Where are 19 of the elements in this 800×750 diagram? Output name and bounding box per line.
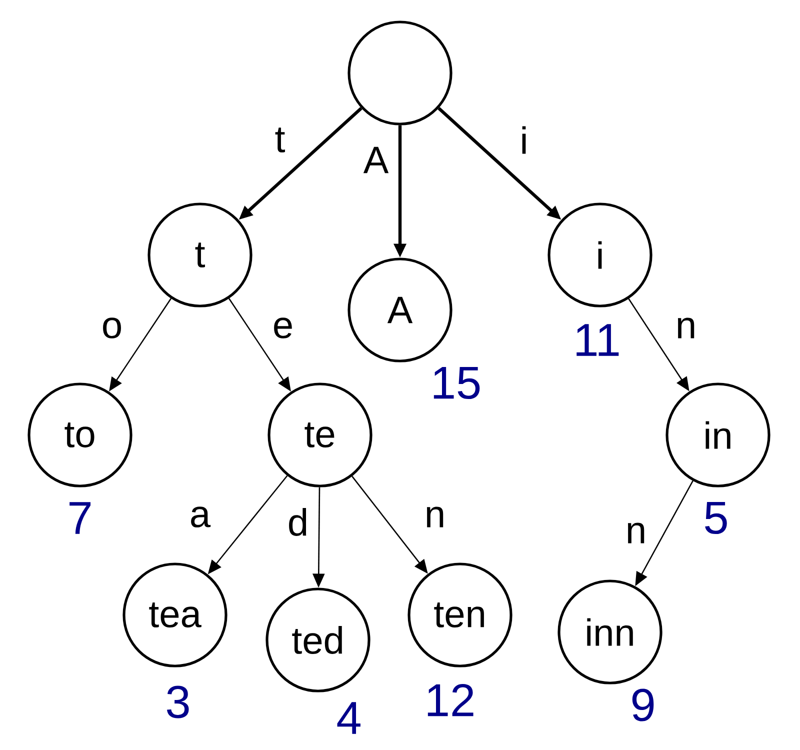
empty-circle <box>348 20 452 126</box>
edge-label: a <box>188 506 212 528</box>
value-label: 9 <box>632 688 654 722</box>
value-label: 3 <box>166 686 189 718</box>
value-label: 11 <box>576 324 619 356</box>
value-label: 7 <box>70 502 90 534</box>
edge-label: n <box>423 506 447 528</box>
value-label: 15 <box>434 366 480 400</box>
value-label: 5 <box>705 502 727 534</box>
edge-label: i <box>518 125 530 155</box>
edge-label: e <box>271 316 295 340</box>
edge-label: o <box>100 316 124 340</box>
value-label: 12 <box>428 684 474 716</box>
value-label: 4 <box>337 702 360 734</box>
edge-label: d <box>286 507 310 537</box>
edge-label: A <box>362 146 390 174</box>
edge-label: n <box>674 316 698 340</box>
edge-label: t <box>274 126 286 154</box>
edge-label: n <box>624 522 648 544</box>
